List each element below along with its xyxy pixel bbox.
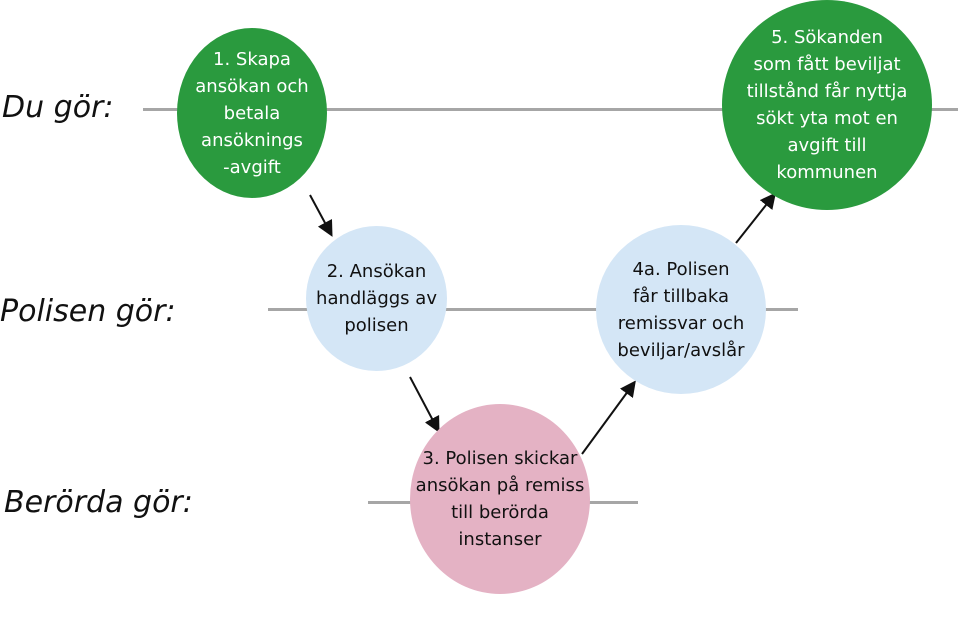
step-1-circle: 1. Skapa ansökan och betala ansöknings -… — [177, 28, 327, 198]
step-2-text: 2. Ansökan handläggs av polisen — [316, 261, 437, 336]
lane-label-du: Du gör: — [2, 90, 114, 125]
arrow-step1-to-step2 — [309, 194, 333, 237]
step-4a-text: 4a. Polisen får tillbaka remissvar och b… — [617, 258, 745, 361]
lane-line-polisen — [268, 308, 798, 311]
arrow-step2-to-step3 — [409, 376, 440, 433]
lane-label-polisen: Polisen gör: — [0, 294, 176, 329]
step-4a-circle: 4a. Polisen får tillbaka remissvar och b… — [596, 225, 766, 394]
step-3-text: 3. Polisen skickar ansökan på remiss til… — [415, 448, 585, 550]
lane-line-du — [143, 108, 958, 111]
lane-label-berorda: Berörda gör: — [4, 485, 193, 520]
arrow-step4-to-step5 — [735, 192, 776, 244]
step-1-text: 1. Skapa ansökan och betala ansöknings -… — [195, 48, 309, 178]
step-5-text: 5. Sökanden som fått beviljat tillstånd … — [746, 27, 908, 183]
step-5-circle: 5. Sökanden som fått beviljat tillstånd … — [722, 0, 932, 210]
arrow-step3-to-step4 — [581, 380, 636, 455]
step-2-circle: 2. Ansökan handläggs av polisen — [306, 226, 447, 371]
step-3-circle: 3. Polisen skickar ansökan på remiss til… — [410, 404, 590, 594]
